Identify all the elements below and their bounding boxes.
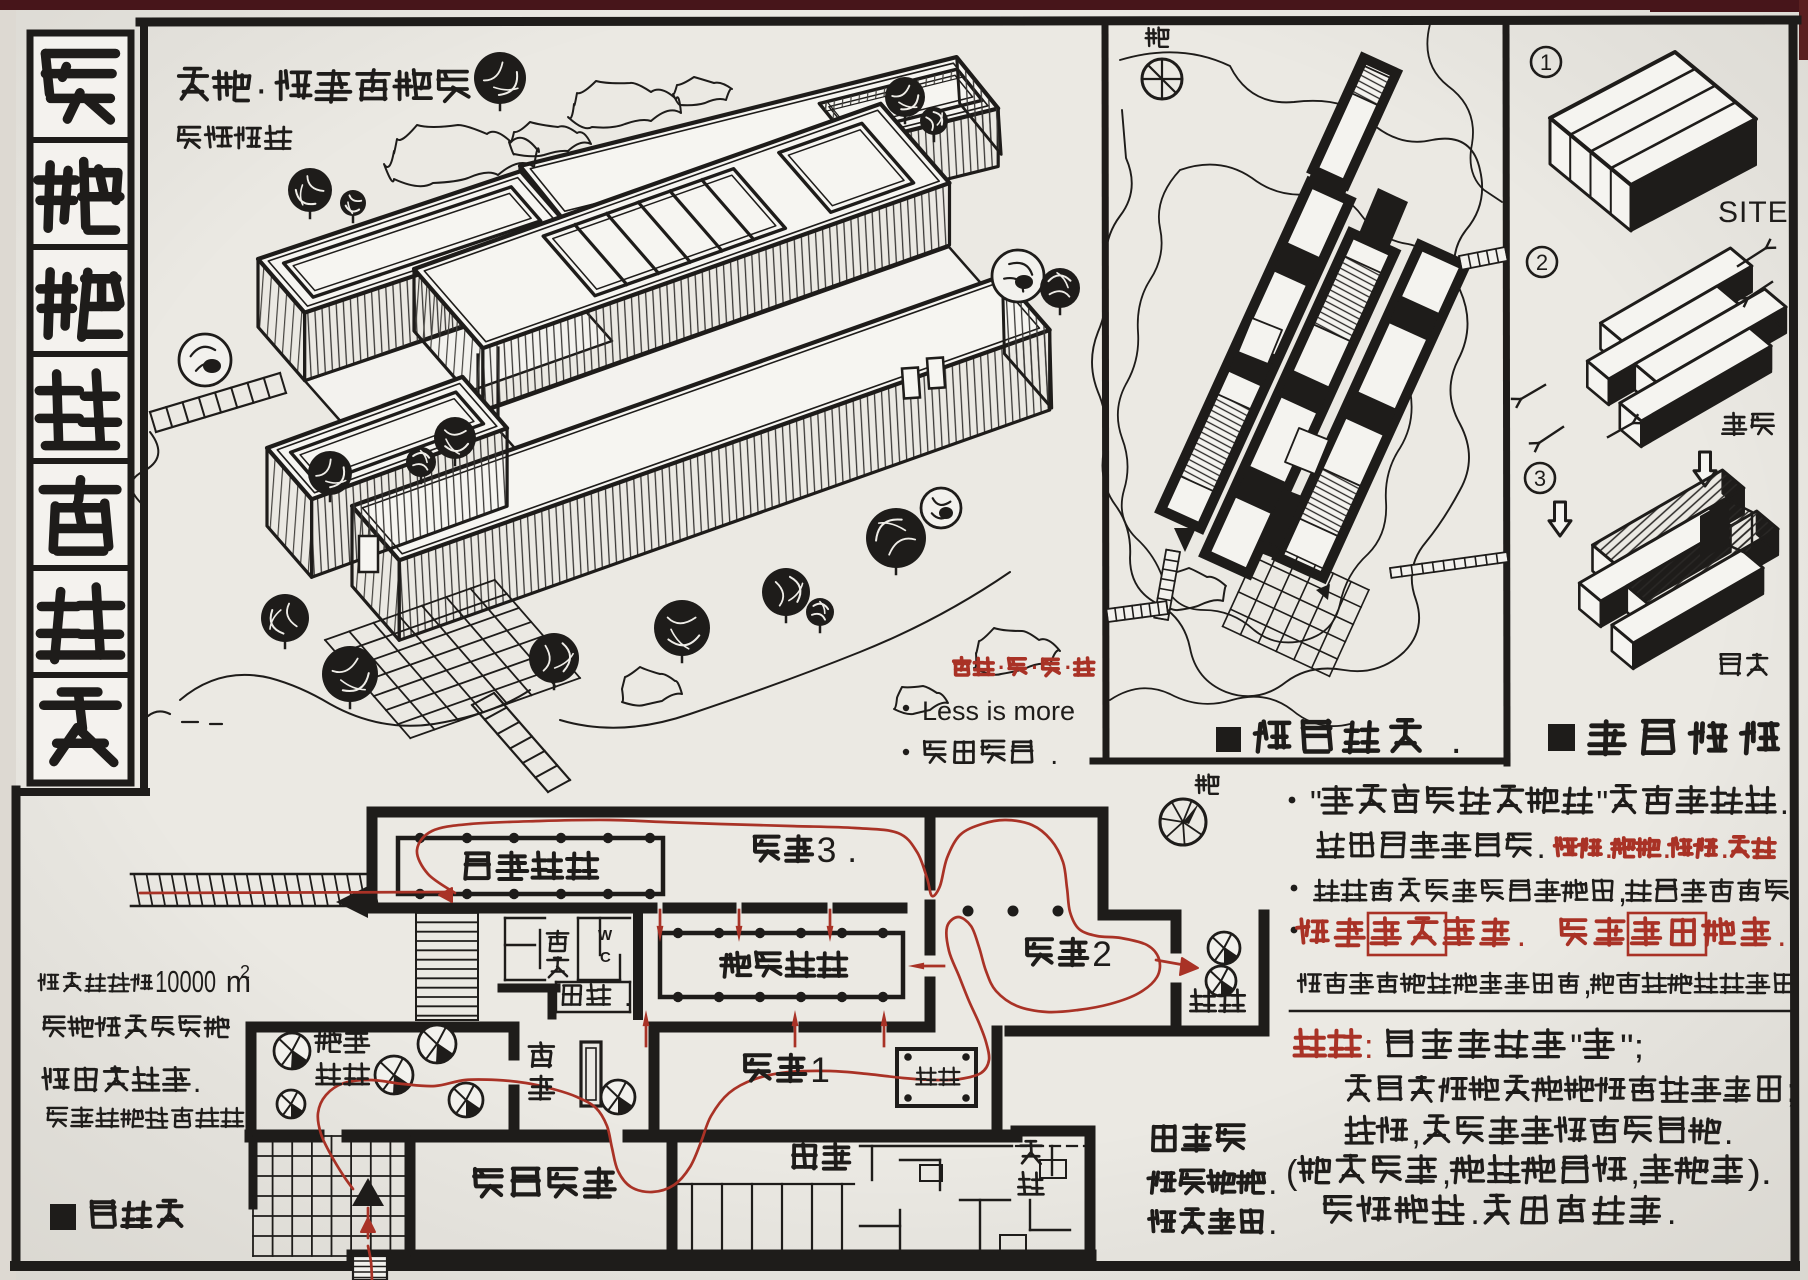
svg-text:": " xyxy=(1570,1028,1582,1066)
svg-text:;: ; xyxy=(1787,1072,1797,1110)
svg-text:.: . xyxy=(1662,829,1671,866)
svg-text:": " xyxy=(1596,785,1608,822)
svg-text:3: 3 xyxy=(1534,466,1546,491)
svg-text:·: · xyxy=(255,68,268,111)
svg-text::: : xyxy=(1364,1028,1374,1066)
svg-text:.: . xyxy=(193,1065,201,1099)
svg-text:.: . xyxy=(1724,1114,1734,1152)
svg-text:.: . xyxy=(1470,1194,1480,1232)
svg-text:.: . xyxy=(847,831,857,870)
svg-text:.: . xyxy=(1777,917,1786,954)
svg-text:": " xyxy=(1310,785,1322,822)
svg-text:·: · xyxy=(1063,648,1073,683)
svg-text:Less is more: Less is more xyxy=(922,696,1075,726)
svg-text:.: . xyxy=(1780,785,1789,822)
svg-text:.: . xyxy=(1050,739,1058,771)
svg-text:.: . xyxy=(1268,1205,1277,1242)
svg-text:).: ). xyxy=(1748,1154,1772,1192)
svg-text:m: m xyxy=(226,965,251,999)
svg-text:2: 2 xyxy=(1092,935,1112,974)
svg-text:1: 1 xyxy=(1540,50,1552,75)
svg-text:.: . xyxy=(1537,829,1546,866)
svg-text:.: . xyxy=(1667,1194,1677,1232)
svg-text:W: W xyxy=(598,927,613,944)
svg-text:·: · xyxy=(996,648,1006,683)
svg-text:.: . xyxy=(1517,917,1526,954)
svg-text:";: "; xyxy=(1620,1028,1644,1066)
svg-text:.: . xyxy=(624,982,631,1012)
svg-text:.: . xyxy=(1268,1165,1277,1202)
svg-text:3: 3 xyxy=(817,831,837,870)
svg-text:,: , xyxy=(1442,1154,1452,1192)
svg-text:.: . xyxy=(1451,719,1462,762)
svg-text:2: 2 xyxy=(1536,250,1548,275)
svg-text:,: , xyxy=(1411,1114,1421,1152)
svg-text:,: , xyxy=(1618,873,1627,910)
svg-text:,: , xyxy=(1583,965,1592,1001)
svg-text:10000: 10000 xyxy=(155,965,216,999)
svg-text:SITE: SITE xyxy=(1718,196,1789,229)
svg-text:·: · xyxy=(1029,648,1039,683)
svg-text:1: 1 xyxy=(810,1051,830,1090)
svg-text:.: . xyxy=(1720,829,1729,866)
svg-text:,: , xyxy=(1630,1154,1640,1192)
svg-text:2: 2 xyxy=(240,962,250,982)
svg-text:(: ( xyxy=(1286,1154,1298,1192)
svg-text:.: . xyxy=(1604,829,1613,866)
svg-text:C: C xyxy=(600,949,611,966)
